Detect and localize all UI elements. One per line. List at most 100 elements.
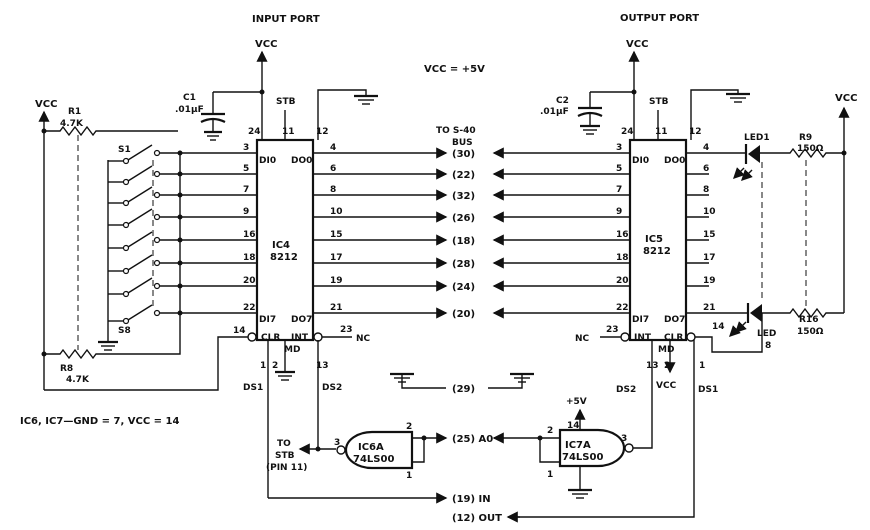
- ic6a-name: IC6A: [358, 442, 384, 453]
- led8-num: 8: [765, 341, 771, 351]
- ic7a-pin14: 14: [567, 421, 580, 431]
- bus-gnd-line: (29): [452, 384, 475, 395]
- ic5-clr-pin: 14: [712, 322, 725, 332]
- vcc-ic5-label: VCC: [626, 39, 648, 50]
- ground-ic7: [568, 466, 592, 499]
- s1-label: S1: [118, 145, 131, 155]
- ic4-name: IC4: [272, 240, 290, 251]
- switch-2: [108, 165, 257, 195]
- ic4-left-pin: 3: [243, 143, 249, 153]
- r1-resistor: [44, 125, 178, 137]
- ic5-ds2-pin: 13: [646, 361, 659, 371]
- bus-line-label: (28): [452, 259, 475, 270]
- ic5-int: INT: [634, 333, 652, 343]
- ic5-di0: DI0: [632, 156, 649, 166]
- c1-capacitor: [200, 92, 226, 141]
- switch-3: [108, 186, 257, 217]
- ground-ic4-top: [317, 89, 378, 140]
- ic7a-pin3: 3: [621, 434, 627, 444]
- ic4-left-pin: 18: [243, 253, 256, 263]
- ground-ic4-md: [275, 340, 295, 381]
- ic4-left-pin: 16: [243, 230, 256, 240]
- ic5-ds1: DS1: [698, 385, 718, 395]
- ic4-right-pin: 21: [330, 303, 343, 313]
- c1-value: .01µF: [175, 105, 204, 115]
- ic5-part: 8212: [643, 246, 671, 257]
- switch-8: [108, 304, 257, 325]
- ds2-wire-ic5: [633, 340, 653, 449]
- to-stb-1: TO: [277, 439, 291, 449]
- bus-line-label: (22): [452, 170, 475, 181]
- c2-value: .01µF: [540, 107, 569, 117]
- ic5-ds1-pin: 1: [699, 361, 705, 371]
- ic7a-vcc: +5V: [566, 397, 587, 407]
- ic4-ds2: DS2: [322, 383, 342, 393]
- gnd-note: IC6, IC7—GND = 7, VCC = 14: [20, 416, 179, 427]
- switch-6: [108, 254, 257, 286]
- vcc-ic4-label: VCC: [255, 39, 277, 50]
- ground-ic5-top: [690, 89, 750, 140]
- ic4-left-pin: 9: [243, 207, 249, 217]
- ic5-right-pin: 8: [703, 185, 709, 195]
- c2-capacitor: [577, 92, 603, 135]
- ic4-right-pin: 19: [330, 276, 343, 286]
- ic5-right-pin: 6: [703, 164, 709, 174]
- vcc-left-label: VCC: [35, 99, 57, 110]
- c2-label: C2: [556, 96, 569, 106]
- bus-line-label: (24): [452, 282, 475, 293]
- r8-resistor: [44, 315, 181, 360]
- ic5-left-pin: 18: [616, 253, 629, 263]
- bus-title-2: BUS: [452, 138, 473, 148]
- ic5-left-pin: 7: [616, 185, 622, 195]
- switch-bank: [108, 144, 257, 325]
- ic5-right-pin: 17: [703, 253, 716, 263]
- ground-bus-right: [488, 372, 534, 389]
- ic4-di0: DI0: [259, 156, 276, 166]
- switch-7: [108, 277, 257, 313]
- to-stb-3: (PIN 11): [266, 463, 307, 473]
- ic5-nc: NC: [575, 334, 590, 344]
- switch-5: [108, 231, 257, 263]
- bus-line-label: (32): [452, 191, 475, 202]
- bus-line-label: (18): [452, 236, 475, 247]
- r1-value: 4.7K: [60, 119, 84, 129]
- bus-in-line: (19) IN: [452, 494, 491, 505]
- s8-label: S8: [118, 326, 131, 336]
- clr-wire-ic5: [695, 313, 763, 353]
- ic5-stb-label: STB: [649, 97, 669, 107]
- ic4-left-pin: 7: [243, 185, 249, 195]
- r8-label: R8: [60, 364, 73, 374]
- input-port-title: INPUT PORT: [252, 14, 320, 25]
- ic7a-part: 74LS00: [562, 452, 603, 463]
- ic5-vcc-pin: 24: [621, 127, 634, 137]
- ic7a-name: IC7A: [565, 440, 591, 451]
- r8-value: 4.7K: [66, 375, 90, 385]
- c1-label: C1: [183, 93, 196, 103]
- ds1-out-wire: [516, 340, 695, 518]
- ic4-right-pin: 17: [330, 253, 343, 263]
- bus-line-label: (20): [452, 309, 475, 320]
- r1-label: R1: [68, 107, 81, 117]
- ic4-ds1: DS1: [243, 383, 263, 393]
- ic4-right-pin: 4: [330, 143, 336, 153]
- ic5-do0: DO0: [664, 156, 685, 166]
- ic5-do7: DO7: [664, 315, 685, 325]
- ic4-right-pin: 6: [330, 164, 336, 174]
- ic4-right-pin: 10: [330, 207, 343, 217]
- ic4-int-pin: 23: [340, 325, 353, 335]
- ic6a-pin1: 1: [406, 471, 412, 481]
- switch-4: [108, 208, 257, 240]
- ic5-left-pin: 22: [616, 303, 629, 313]
- ic4-clr: CLR: [261, 333, 280, 343]
- ic5-right-pin: 19: [703, 276, 716, 286]
- ic5-name: IC5: [645, 234, 663, 245]
- ic4-part: 8212: [270, 252, 298, 263]
- ic5-right-pin: 15: [703, 230, 716, 240]
- ic5-md-vcc-label: VCC: [656, 381, 677, 391]
- ic5-left-pin: 9: [616, 207, 622, 217]
- r16-value: 150Ω: [797, 327, 824, 337]
- ic4-right-pin: 8: [330, 185, 336, 195]
- bus-line-label: (26): [452, 213, 475, 224]
- ic7a-pin1: 1: [547, 470, 553, 480]
